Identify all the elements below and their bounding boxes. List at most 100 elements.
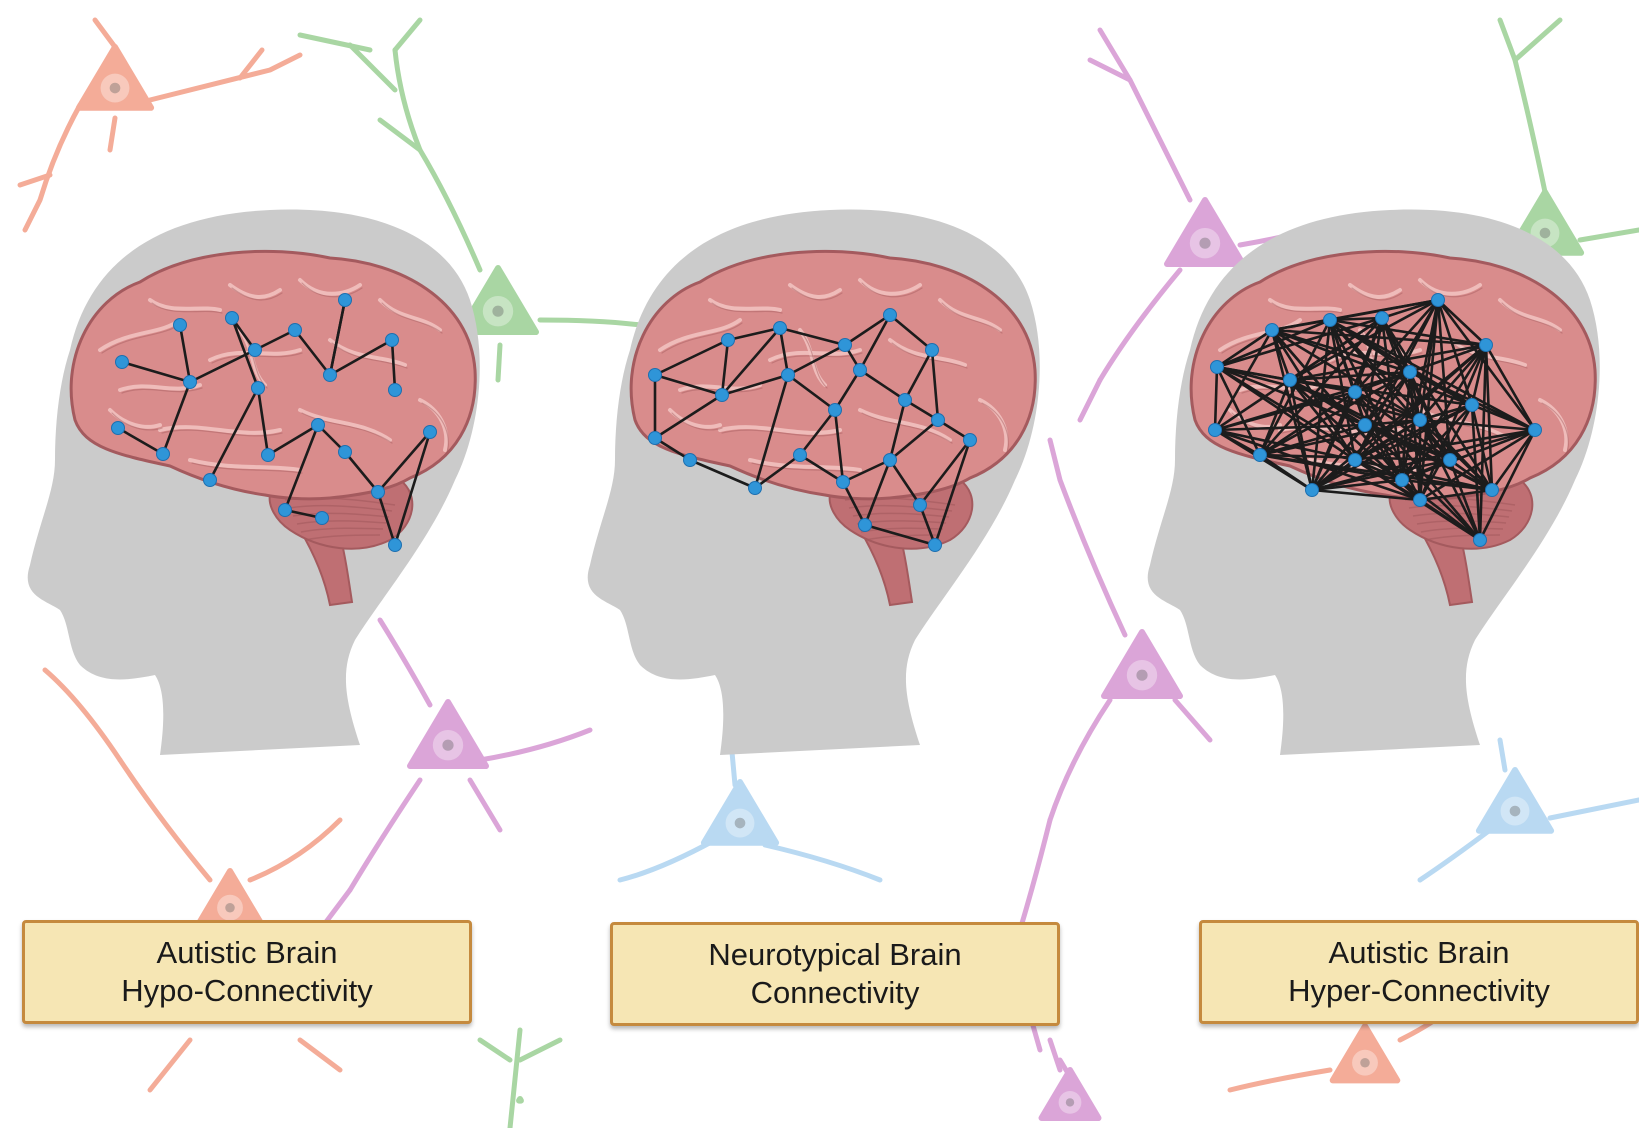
network-node [782,369,795,382]
neuron-nucleolus [492,306,503,317]
network-node [1414,494,1427,507]
network-node [1324,314,1337,327]
network-node [854,364,867,377]
network-node [324,369,337,382]
network-node [1404,366,1417,379]
neuron-nucleolus [735,818,746,829]
network-node [389,539,402,552]
neurite [25,105,80,230]
caption-neuro-line2: Connectivity [751,974,920,1012]
neurite [110,118,115,150]
neuron-nucleolus [1199,238,1210,249]
network-node [1414,414,1427,427]
neurite [480,730,590,760]
network-node [1529,424,1542,437]
neuron-nucleolus [1360,1058,1370,1068]
panel-hyper-connectivity [1148,210,1600,755]
neurite [620,840,715,880]
neurite [120,760,210,880]
network-node [1376,312,1389,325]
network-node [174,319,187,332]
neurite [150,1040,190,1090]
neuron-nucleolus [1066,1098,1074,1106]
head-group [1148,210,1600,755]
neurite [380,620,430,705]
network-node [289,324,302,337]
neurite [1500,20,1545,192]
caption-hypo-connectivity: Autistic Brain Hypo-Connectivity [22,920,472,1024]
neuron-nucleolus [1136,670,1147,681]
network-node [312,419,325,432]
network-node [184,376,197,389]
neurite [350,45,395,90]
panel-neurotypical-connectivity [588,210,1040,755]
neurite [45,670,120,760]
neuron-icon [480,1030,560,1128]
network-node [829,404,842,417]
network-node [1432,294,1445,307]
neurite [520,1040,560,1060]
network-node [386,334,399,347]
neurite [300,35,370,50]
network-node [1209,424,1222,437]
neurite [1580,230,1639,240]
neurite [1050,440,1125,635]
network-node [837,476,850,489]
neuron-nucleolus [110,83,121,94]
neurite [480,1040,510,1060]
neurite [1080,380,1100,420]
network-node [932,414,945,427]
network-node [316,512,329,525]
neuron-icon [320,620,590,930]
network-node [249,344,262,357]
network-node [116,356,129,369]
network-node [262,449,275,462]
neurite [498,345,500,380]
neurite [540,320,640,325]
neurite [1515,20,1560,60]
neuron-nucleolus [442,740,453,751]
neuron-icon [1500,20,1639,253]
network-node [914,499,927,512]
network-node [226,312,239,325]
neurite [1020,820,1050,930]
caption-hyper-line1: Autistic Brain [1329,934,1510,972]
neurite [300,1040,340,1070]
network-node [684,454,697,467]
network-node [389,384,402,397]
network-node [1474,534,1487,547]
network-node [112,422,125,435]
neuron-nucleolus [225,903,235,913]
neurite [1500,740,1505,770]
neuron-nucleolus [1540,228,1551,239]
network-node [252,382,265,395]
neurite [510,1030,520,1128]
neuron-icon [20,20,300,230]
network-node [1480,339,1493,352]
neurite [1050,1040,1060,1070]
head-group [588,210,1040,755]
neurite [250,820,340,880]
neurite [1550,800,1639,818]
network-node [1284,374,1297,387]
network-node [884,309,897,322]
neuron-icon [1420,740,1639,880]
network-node [279,504,292,517]
network-node [1349,386,1362,399]
network-node [794,449,807,462]
network-node [1359,419,1372,432]
network-node [372,486,385,499]
network-node [964,434,977,447]
caption-hypo-line1: Autistic Brain [157,934,338,972]
neurite [1050,700,1110,820]
neurite [150,55,300,100]
network-node [716,389,729,402]
network-node [649,432,662,445]
caption-hyper-line2: Hyper-Connectivity [1288,972,1550,1010]
network-node [926,344,939,357]
network-node [1486,484,1499,497]
network-node [929,539,942,552]
network-node [899,394,912,407]
network-node [1254,449,1267,462]
network-node [157,448,170,461]
